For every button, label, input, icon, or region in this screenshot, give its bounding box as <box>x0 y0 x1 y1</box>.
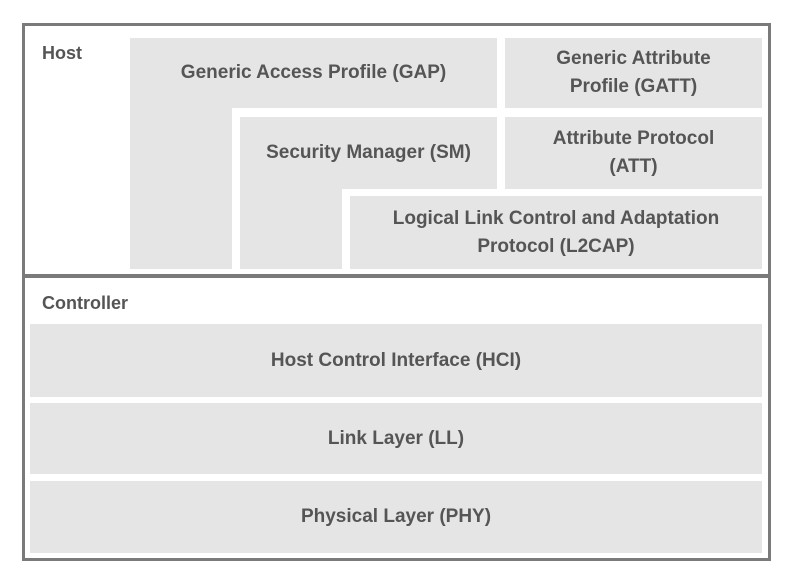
l2cap-label-line1: Logical Link Control and Adaptation <box>392 207 720 229</box>
ll-block: Link Layer (LL) <box>30 403 762 474</box>
ll-label: Link Layer (LL) <box>327 427 465 449</box>
l2cap-block: Logical Link Control and Adaptation Prot… <box>350 196 762 269</box>
gap-block: Generic Access Profile (GAP) <box>130 38 497 108</box>
phy-label: Physical Layer (PHY) <box>300 506 492 527</box>
gap-label: Generic Access Profile (GAP) <box>180 62 447 83</box>
phy-block: Physical Layer (PHY) <box>30 481 762 553</box>
att-label-line2: (ATT) <box>609 156 658 177</box>
controller-section-label: Controller <box>42 293 129 313</box>
host-section-label: Host <box>42 43 82 63</box>
sm-block-extension <box>240 189 342 269</box>
gap-block-extension <box>130 108 232 269</box>
gatt-label-line1: Generic Attribute <box>556 48 711 69</box>
sm-block: Security Manager (SM) <box>240 117 497 189</box>
sm-label: Security Manager (SM) <box>266 142 471 163</box>
l2cap-label-line2: Protocol (L2CAP) <box>477 235 635 257</box>
att-label-line1: Attribute Protocol <box>552 128 715 149</box>
gatt-block: Generic Attribute Profile (GATT) <box>505 38 762 108</box>
hci-block: Host Control Interface (HCI) <box>30 324 762 397</box>
gatt-label-line2: Profile (GATT) <box>569 76 698 97</box>
hci-label: Host Control Interface (HCI) <box>270 349 522 371</box>
att-block: Attribute Protocol (ATT) <box>505 117 762 189</box>
host-controller-divider <box>22 274 771 278</box>
